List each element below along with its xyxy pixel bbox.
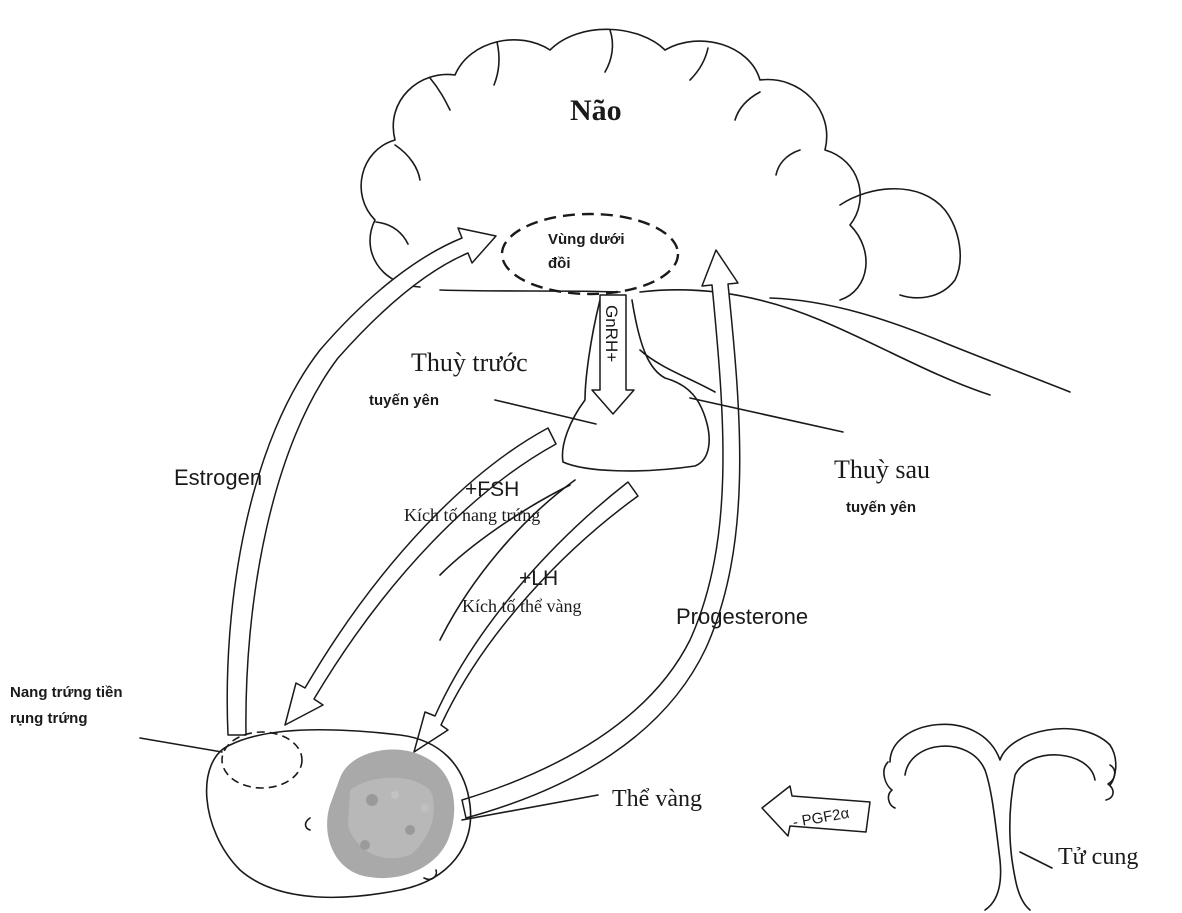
follicle-label-line1: Nang trứng tiền (10, 684, 123, 701)
hypothalamus-outline (502, 214, 678, 294)
fsh-arrow (285, 428, 556, 725)
brainstem-curves (440, 290, 1070, 395)
lh-description: Kích tố thể vàng (462, 596, 581, 616)
lh-label: +LH (519, 567, 558, 590)
gnrh-label: GnRH+ (602, 305, 621, 362)
fsh-description: Kích tố nang trứng (404, 505, 540, 525)
uterus-leader-line (1020, 852, 1052, 868)
preovulatory-follicle-shape (222, 732, 302, 788)
hypothalamus-label-line1: Vùng dưới (548, 231, 625, 248)
follicle-leader-line (140, 738, 222, 752)
posterior-pituitary-label: Thuỳ sau (834, 455, 930, 484)
estrogen-arrow (227, 228, 496, 735)
estrogen-label: Estrogen (174, 465, 262, 490)
anterior-pituitary-leader-line (495, 400, 596, 424)
gnrh-arrow: GnRH+ (592, 295, 634, 414)
progesterone-label: Progesterone (676, 604, 808, 629)
anterior-pituitary-label: Thuỳ trước (411, 348, 528, 377)
posterior-pituitary-leader-line (690, 398, 843, 432)
hypothalamus-label-line2: đồi (548, 255, 571, 272)
corpus-luteum-shape (327, 750, 454, 879)
uterus (884, 724, 1116, 910)
posterior-pituitary-sublabel: tuyến yên (846, 499, 916, 516)
ovary-mark-1 (306, 818, 311, 830)
anterior-pituitary-sublabel: tuyến yên (369, 392, 439, 409)
corpus-luteum-label: Thể vàng (612, 786, 702, 812)
follicle-label-line2: rụng trứng (10, 710, 88, 727)
ovary-mark-2 (424, 870, 436, 879)
fsh-label: +FSH (465, 478, 519, 501)
brain-label: Não (570, 94, 622, 127)
uterus-label: Tử cung (1058, 844, 1138, 870)
pituitary-outline (562, 300, 715, 471)
